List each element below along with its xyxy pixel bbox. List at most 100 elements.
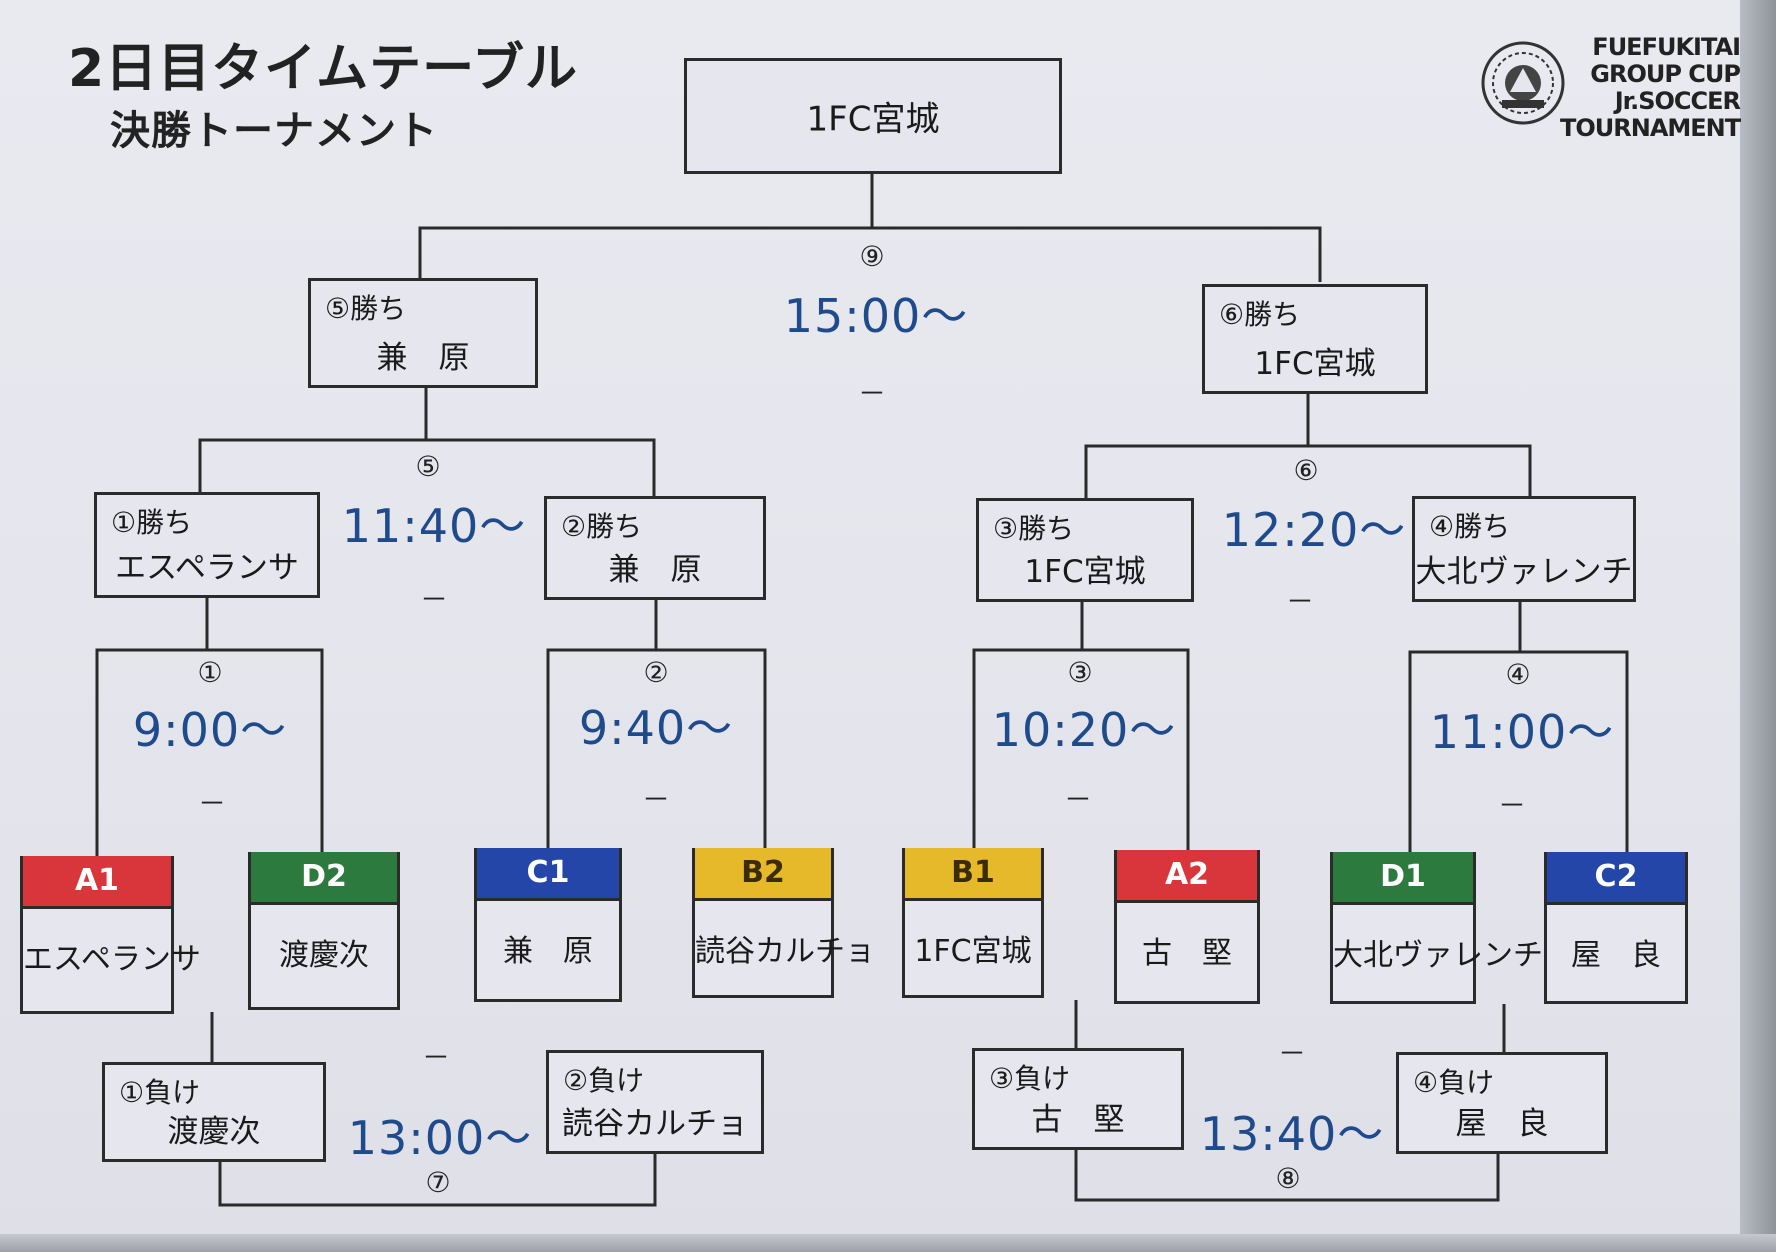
match-number: ② — [643, 656, 669, 689]
paper-sheet — [0, 0, 1740, 1252]
loser-box-3: ③負け 古 堅 — [972, 1048, 1184, 1150]
winner-tag: ④勝ち — [1429, 510, 1511, 543]
match-number: ③ — [1067, 656, 1093, 689]
winner-tag: ②勝ち — [561, 510, 643, 543]
logo-line: TOURNAMENT — [1560, 114, 1741, 142]
loser-box-4: ④負け 屋 良 — [1396, 1052, 1608, 1154]
qf-winner-box-4: ④勝ち 大北ヴァレンチ — [1412, 496, 1636, 602]
match-time: 12:20～ — [1221, 503, 1407, 557]
match-number: ⑧ — [1275, 1162, 1301, 1195]
match-score: － — [197, 787, 226, 820]
match-score: － — [421, 1041, 450, 1074]
champion-box: 1FC宮城 — [684, 58, 1062, 174]
seed-team: 1FC宮城 — [914, 934, 1032, 969]
qf-winner-box-1: ①勝ち エスペランサ — [94, 492, 320, 598]
match-score: － — [1285, 585, 1314, 618]
winner-tag: ⑤勝ち — [325, 292, 407, 325]
match-number: ⑦ — [425, 1166, 451, 1199]
seed-team: 読谷カルチョ — [695, 934, 875, 969]
seed-team: 屋 良 — [1571, 938, 1661, 973]
seed-box-d1: D1 大北ヴァレンチ — [1330, 852, 1543, 1004]
loser-team: 古 堅 — [1031, 1102, 1125, 1138]
background-floor — [0, 1234, 1776, 1252]
qf-winner-box-2: ②勝ち 兼 原 — [544, 496, 766, 600]
tournament-logo-text: FUEFUKITAI GROUP CUP Jr.SOCCER TOURNAMEN… — [1560, 33, 1741, 142]
seed-box-d2: D2 渡慶次 — [248, 852, 400, 1010]
qf-winner-box-3: ③勝ち 1FC宮城 — [976, 498, 1194, 602]
background-edge — [1740, 0, 1776, 1252]
seed-code: D1 — [1333, 852, 1473, 905]
winner-tag: ⑥勝ち — [1219, 298, 1301, 331]
match-time: 10:20～ — [991, 703, 1177, 757]
seed-team: 古 堅 — [1142, 936, 1232, 971]
match-number: ⑤ — [415, 450, 441, 483]
match-time: 11:00～ — [1429, 705, 1615, 759]
match-time: 9:40～ — [578, 701, 734, 755]
seed-box-c2: C2 屋 良 — [1544, 852, 1688, 1004]
bracket-line — [218, 1152, 657, 1207]
seed-box-a1: A1 エスペランサ — [20, 856, 201, 1014]
seed-code: B2 — [695, 848, 831, 901]
seed-box-b1: B1 1FC宮城 — [902, 848, 1044, 998]
match-number: ⑨ — [859, 240, 885, 273]
match-score: － — [641, 783, 670, 816]
winner-team: 兼 原 — [608, 552, 702, 588]
winner-team: エスペランサ — [115, 550, 299, 586]
bracket-line — [95, 648, 324, 858]
loser-tag: ③負け — [989, 1062, 1071, 1095]
bracket-line — [198, 438, 656, 496]
champion-team: 1FC宮城 — [806, 99, 940, 140]
winner-team: 1FC宮城 — [1024, 554, 1146, 590]
match-number: ① — [197, 656, 223, 689]
logo-line: GROUP CUP — [1590, 60, 1741, 88]
match-time: 15:00～ — [783, 289, 969, 343]
bracket-line — [1084, 444, 1532, 500]
winner-tag: ③勝ち — [993, 512, 1075, 545]
bracket-line — [546, 648, 767, 852]
seed-code: A2 — [1117, 850, 1257, 903]
semifinal-winner-box-right: ⑥勝ち 1FC宮城 — [1202, 284, 1428, 394]
seed-box-b2: B2 読谷カルチョ — [692, 848, 875, 998]
logo-line: Jr.SOCCER — [1614, 87, 1741, 115]
semifinal-winner-box-left: ⑤勝ち 兼 原 — [308, 278, 538, 388]
seed-box-c1: C1 兼 原 — [474, 848, 622, 1002]
seed-team: 渡慶次 — [279, 938, 369, 973]
match-number: ⑥ — [1293, 454, 1319, 487]
seed-code: C1 — [477, 848, 619, 901]
loser-tag: ②負け — [563, 1064, 645, 1097]
bracket-line — [1408, 650, 1629, 856]
winner-team: 兼 原 — [376, 340, 470, 376]
winner-team: 1FC宮城 — [1254, 346, 1376, 382]
seed-code: D2 — [251, 852, 397, 905]
bracket-line — [972, 648, 1190, 852]
seed-team: 大北ヴァレンチ — [1333, 938, 1543, 973]
seed-code: C2 — [1547, 852, 1685, 905]
seed-code: A1 — [23, 856, 171, 909]
loser-team: 屋 良 — [1455, 1106, 1549, 1142]
loser-team: 渡慶次 — [167, 1114, 261, 1150]
match-time: 9:00～ — [132, 703, 288, 757]
match-score: － — [1063, 783, 1092, 816]
page-subtitle: 決勝トーナメント — [110, 108, 438, 154]
match-time: 11:40～ — [341, 499, 527, 553]
winner-team: 大北ヴァレンチ — [1415, 554, 1633, 590]
seed-code: B1 — [905, 848, 1041, 901]
winner-tag: ①勝ち — [111, 506, 193, 539]
match-number: ④ — [1505, 658, 1531, 691]
match-score: － — [857, 377, 886, 410]
logo-line: FUEFUKITAI — [1592, 33, 1741, 61]
seed-team: 兼 原 — [503, 934, 593, 969]
match-time: 13:40～ — [1199, 1107, 1385, 1161]
bracket-line — [1074, 1148, 1500, 1202]
match-score: － — [1497, 789, 1526, 822]
match-time: 13:00～ — [347, 1111, 533, 1165]
tournament-emblem-icon — [1481, 41, 1565, 125]
match-score: － — [419, 583, 448, 616]
seed-box-a2: A2 古 堅 — [1114, 850, 1260, 1004]
loser-box-1: ①負け 渡慶次 — [102, 1062, 326, 1162]
page-title: 2日目タイムテーブル — [68, 39, 579, 99]
seed-team: エスペランサ — [23, 942, 201, 977]
loser-tag: ④負け — [1413, 1066, 1495, 1099]
